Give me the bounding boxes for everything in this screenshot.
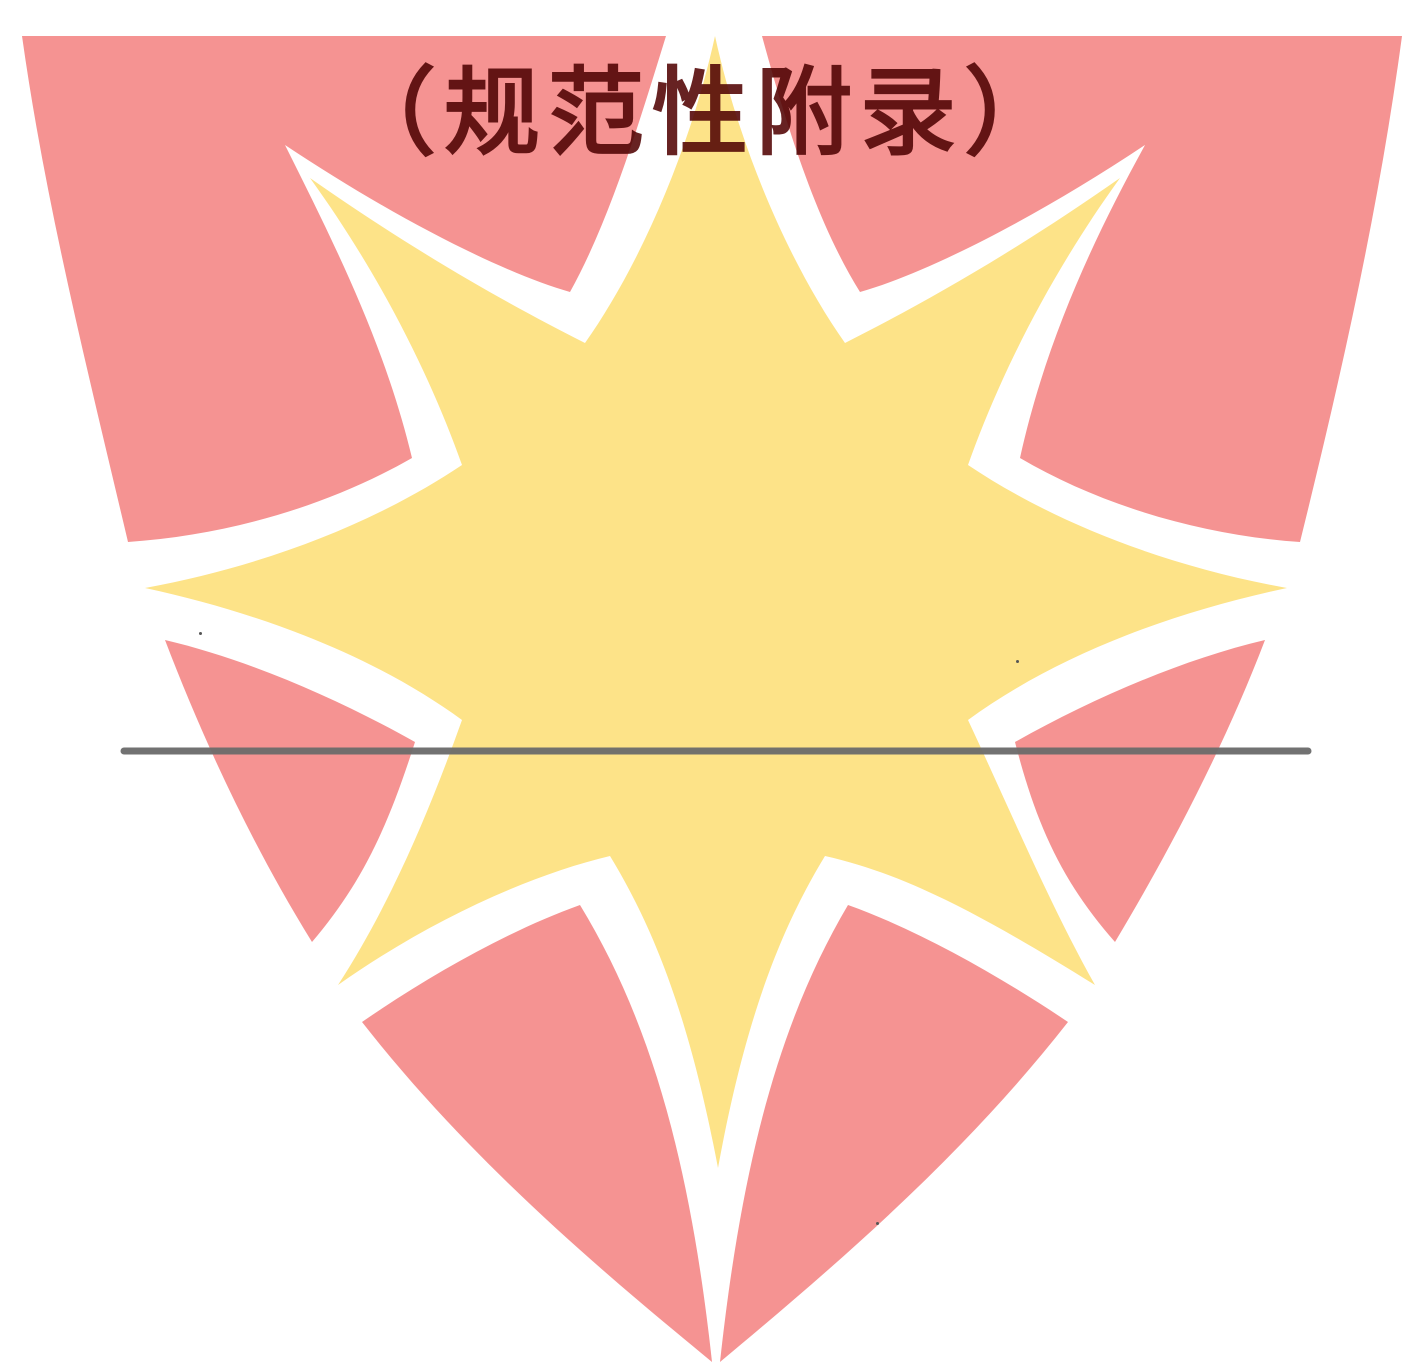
shield-piece-bottom-left [362,905,712,1362]
shield-piece-bottom-right [720,905,1068,1362]
appendix-heading: （规范性附录） [340,56,1068,169]
shield-piece-top-right [762,36,1402,542]
shield-piece-middle-left [165,640,415,942]
star-shape [145,36,1287,1168]
scan-speck [199,632,202,635]
shield-piece-middle-right [1015,640,1265,942]
shield-piece-top-left [22,36,666,542]
scan-speck [876,1222,879,1225]
shield-pieces [22,36,1402,1362]
scan-speck [1016,660,1019,663]
